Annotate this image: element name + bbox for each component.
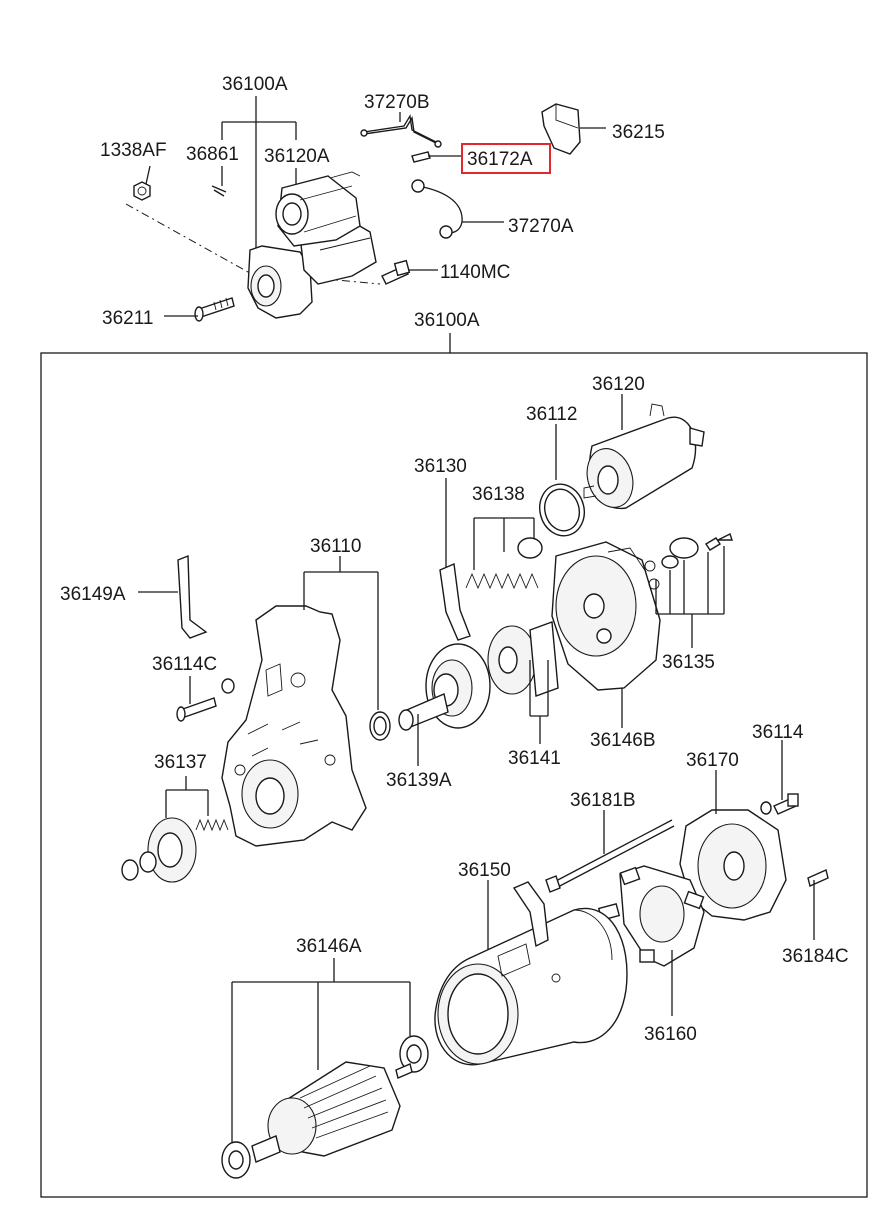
label-36141: 36141 xyxy=(508,748,561,769)
highlight-box xyxy=(461,143,551,174)
label-36146B: 36146B xyxy=(590,730,656,751)
brush-holder-part xyxy=(597,865,705,967)
label-36110: 36110 xyxy=(310,536,361,557)
label-36215: 36215 xyxy=(612,122,665,143)
label-36861: 36861 xyxy=(186,144,239,165)
label-36114: 36114 xyxy=(752,722,804,743)
label-36100A-top: 36100A xyxy=(222,74,288,95)
label-36211: 36211 xyxy=(102,308,153,329)
label-36130: 36130 xyxy=(414,456,467,477)
label-36137: 36137 xyxy=(154,752,207,773)
front-housing-part xyxy=(551,541,661,691)
end-cover-part xyxy=(679,809,787,921)
label-37270A: 37270A xyxy=(508,216,574,237)
armature-part xyxy=(221,1035,429,1179)
label-36181B: 36181B xyxy=(570,790,636,811)
label-36160: 36160 xyxy=(644,1024,697,1045)
label-36100A-box: 36100A xyxy=(414,310,480,331)
label-36114C: 36114C xyxy=(152,654,217,675)
label-36184C: 36184C xyxy=(782,946,849,967)
label-36170: 36170 xyxy=(686,750,739,771)
exploded-view-frame xyxy=(40,352,868,1198)
label-36146A: 36146A xyxy=(296,936,362,957)
starter-assembly-overview xyxy=(125,96,606,322)
drive-housing-part xyxy=(221,605,367,847)
label-36120: 36120 xyxy=(592,374,645,395)
label-1140MC: 1140MC xyxy=(440,262,510,283)
label-36112: 36112 xyxy=(526,404,577,425)
label-36120A: 36120A xyxy=(264,146,330,167)
label-36150: 36150 xyxy=(458,860,511,881)
label-36149A: 36149A xyxy=(60,584,126,605)
label-37270B: 37270B xyxy=(364,92,430,113)
label-1338AF: 1338AF xyxy=(100,140,167,161)
label-36138: 36138 xyxy=(472,484,525,505)
label-36172A[interactable]: 36172A xyxy=(467,149,533,170)
label-36135: 36135 xyxy=(662,652,715,673)
label-36139A: 36139A xyxy=(386,770,452,791)
solenoid-part xyxy=(583,403,705,510)
yoke-part xyxy=(434,881,628,1066)
